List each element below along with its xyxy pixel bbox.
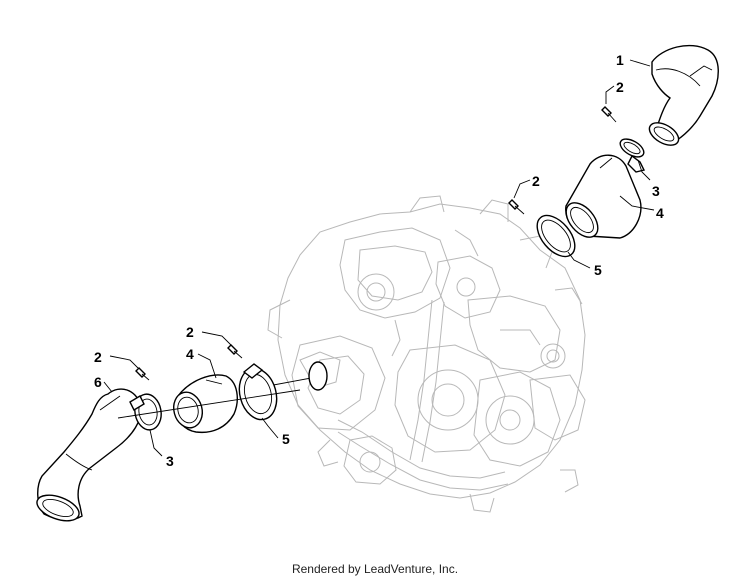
leader-3a (637, 159, 651, 181)
render-credit: Rendered by LeadVenture, Inc. (291, 562, 459, 576)
leader-2b (513, 179, 531, 199)
upper-screw-b (508, 199, 525, 215)
callout-2-upper-screw: 2 (616, 79, 624, 95)
leader-5a (567, 251, 591, 269)
lower-gasket (238, 363, 278, 421)
leader-2a (605, 85, 615, 104)
lower-clamp (129, 393, 162, 431)
engine-intake-port (308, 361, 328, 391)
callout-4-upper-coupler: 4 (656, 205, 664, 221)
callout-5-lower-gasket: 5 (282, 431, 290, 447)
callout-4-lower-coupler: 4 (186, 346, 194, 362)
lower-elbow-duct (36, 388, 142, 522)
leader-6 (103, 381, 113, 393)
lower-screw-b (135, 367, 150, 381)
leader-5b (261, 417, 279, 439)
leader-2c (201, 331, 233, 347)
callout-5-upper-gasket: 5 (594, 262, 602, 278)
leader-4b (197, 353, 217, 379)
upper-gasket (536, 214, 576, 258)
callout-2-lower-screw: 2 (186, 324, 194, 340)
upper-screw-a (601, 106, 617, 123)
callout-2-left-screw: 2 (94, 349, 102, 365)
callout-6: 6 (94, 374, 102, 390)
lower-centerline (117, 389, 301, 419)
leader-2d (109, 355, 139, 369)
callout-3-upper-clamp: 3 (652, 183, 660, 199)
leader-3b (149, 429, 163, 457)
engine-assembly (267, 195, 586, 513)
callout-2-middle-screw: 2 (532, 173, 540, 189)
upper-elbow-duct (648, 44, 719, 146)
upper-coupler (565, 154, 642, 239)
lower-coupler (172, 374, 238, 434)
leader-1 (629, 59, 651, 67)
leader-4a (619, 195, 655, 211)
callout-3-lower-clamp: 3 (166, 453, 174, 469)
callout-1: 1 (616, 52, 624, 68)
lower-screw-a (227, 344, 243, 359)
